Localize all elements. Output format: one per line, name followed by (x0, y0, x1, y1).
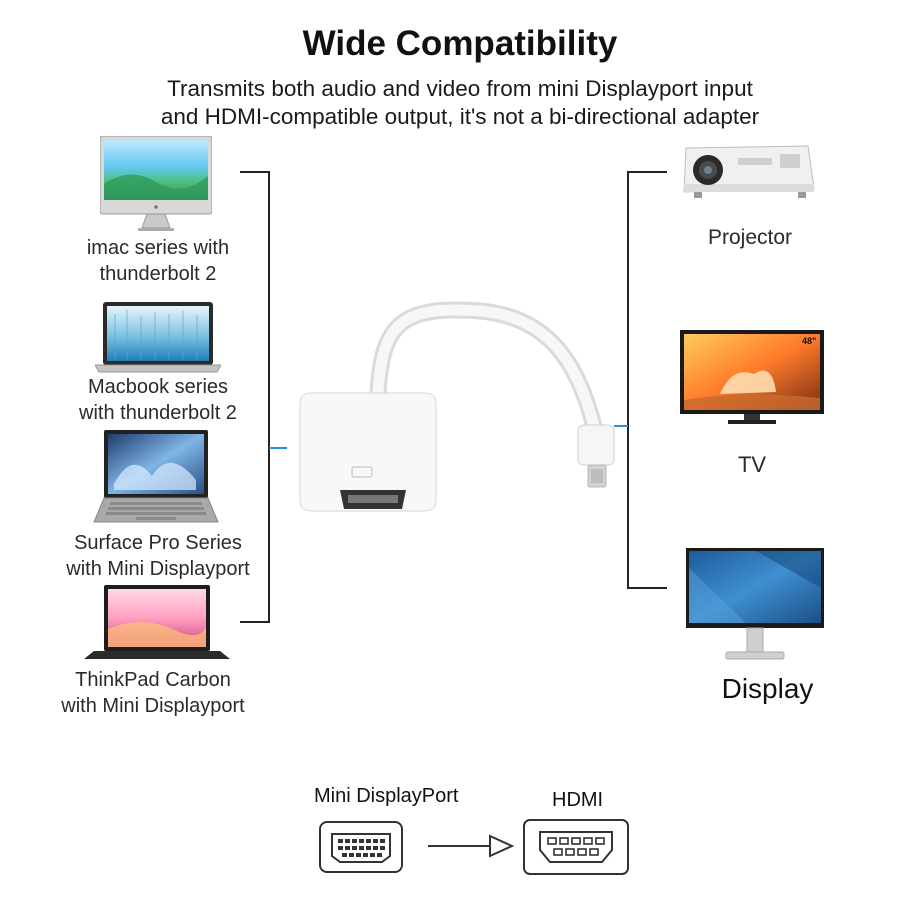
imac-label-line-1: imac series with (86, 237, 230, 259)
surface-pro-label-line-2: with Mini Displayport (66, 558, 250, 580)
imac-image (100, 136, 212, 232)
page-title: Wide Compatibility (302, 24, 618, 63)
surface-pro-label: Surface Pro Series with Mini Displayport (40, 530, 276, 582)
projector-image (680, 140, 820, 202)
surface-pro-label-line-1: Surface Pro Series (74, 532, 242, 554)
left-bracket (240, 171, 287, 623)
imac-label-line-2: thunderbolt 2 (99, 263, 217, 285)
adapter-body (299, 392, 437, 512)
subtitle-line-1: Transmits both audio and video from mini… (167, 76, 753, 101)
projector-label: Projector (707, 226, 793, 249)
tv-label: TV (737, 452, 767, 477)
macbook-label-line-1: Macbook series (87, 376, 229, 398)
mini-displayport-label: Mini DisplayPort (314, 785, 459, 807)
hdmi-label: HDMI (552, 789, 604, 811)
thinkpad-label-line-2: with Mini Displayport (61, 695, 245, 717)
subtitle-line-2: and HDMI-compatible output, it's not a b… (160, 104, 760, 129)
display-label: Display (721, 673, 814, 704)
adapter-image (290, 295, 635, 530)
display-monitor-image (686, 548, 826, 662)
thinkpad-label: ThinkPad Carbon with Mini Displayport (30, 667, 276, 719)
macbook-label-line-2: with thunderbolt 2 (79, 402, 237, 424)
thinkpad-image (82, 585, 232, 661)
mini-displayport-icon (319, 821, 403, 873)
right-bracket (614, 171, 667, 589)
thinkpad-label-line-1: ThinkPad Carbon (75, 669, 231, 691)
macbook-label: Macbook series with thunderbolt 2 (40, 374, 276, 426)
tv-image (680, 330, 828, 428)
mini-displayport-plug (577, 424, 615, 466)
macbook-image (95, 302, 221, 374)
hdmi-icon (523, 819, 629, 875)
imac-label: imac series with thunderbolt 2 (40, 235, 276, 287)
tv-size-badge: 48" (802, 336, 817, 346)
surface-pro-image (92, 430, 220, 524)
arrow-right-icon (428, 834, 515, 858)
